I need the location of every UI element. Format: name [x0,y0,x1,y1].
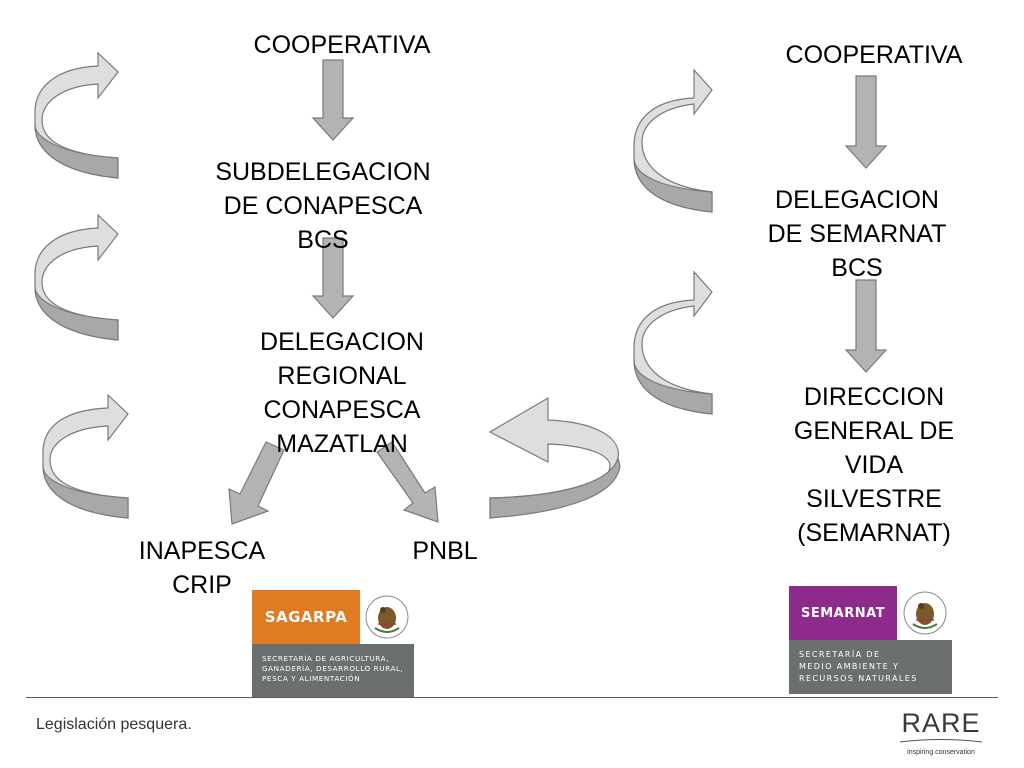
down-arrow [311,59,355,141]
semarnat-logo-wordmark: SEMARNAT [789,586,897,640]
node-direccion-general: DIRECCION GENERAL DE VIDA SILVESTRE (SEM… [793,383,955,547]
down-arrow [844,75,888,169]
node-cooperativa-right: COOPERATIVA [785,41,963,69]
rare-logo-wave-icon [899,739,983,743]
node-subdelegacion-conapesca: SUBDELEGACION DE CONAPESCA BCS [215,158,431,254]
semarnat-logo-subtitle: SECRETARÍA DE MEDIO AMBIENTE Y RECURSOS … [789,640,952,694]
diagonal-arrow-right [376,441,439,523]
curved-arrow [633,270,713,415]
rare-logo-tagline: inspiring conservation [907,749,975,756]
mexico-coat-of-arms-icon [897,586,952,640]
down-arrow [844,279,888,373]
mexico-coat-of-arms-icon [360,590,414,644]
curved-arrow [42,393,129,519]
sagarpa-logo-subtitle: SECRETARÍA DE AGRICULTURA, GANADERÍA, DE… [252,644,414,698]
node-delegacion-regional: DELEGACION REGIONAL CONAPESCA MAZATLAN [260,328,424,458]
curved-arrow [34,51,119,179]
semarnat-logo: SEMARNAT SECRETARÍA DE MEDIO AMBIENTE Y … [789,586,952,694]
curved-arrow [633,68,713,213]
rare-logo-wordmark: RARE [901,708,981,738]
node-inapesca-crip: INAPESCA CRIP [138,537,266,599]
curved-arrow-large [488,396,621,519]
sagarpa-logo: SAGARPA SECRETARÍA DE AGRICULTURA, GANAD… [252,590,414,698]
footer-caption: Legislación pesquera. [36,716,192,733]
node-pnbl: PNBL [412,537,478,565]
curved-arrow [34,213,119,341]
node-cooperativa-left: COOPERATIVA [253,31,431,59]
rare-logo: RARE inspiring conservation [896,708,986,756]
sagarpa-logo-wordmark: SAGARPA [252,590,360,644]
footer-divider [26,697,998,698]
down-arrow [311,237,355,319]
node-delegacion-semarnat: DELEGACION DE SEMARNAT BCS [767,186,947,282]
diagonal-arrow-left [228,441,285,525]
